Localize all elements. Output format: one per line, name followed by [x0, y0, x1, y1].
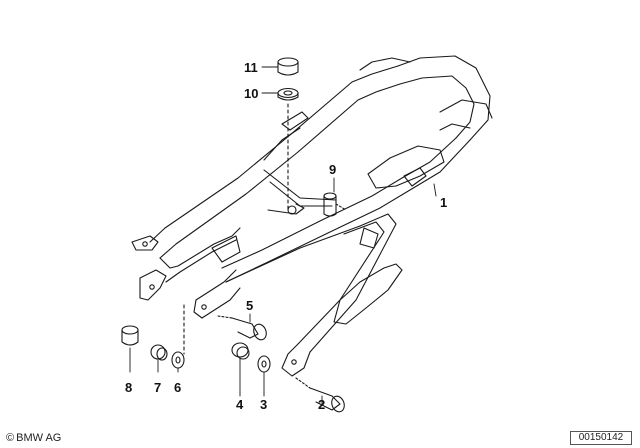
callout-5: 5 — [246, 298, 254, 313]
callout-2: 2 — [318, 397, 326, 412]
washer-part-6 — [171, 351, 185, 369]
callout-4: 4 — [236, 397, 244, 412]
callout-10: 10 — [244, 86, 259, 101]
image-number-box: 00150142 — [570, 431, 632, 445]
callout-6: 6 — [174, 380, 182, 395]
callout-11: 11 — [244, 60, 258, 75]
bolt-part-2 — [295, 377, 345, 413]
callout-8: 8 — [125, 380, 133, 395]
washer-part-10 — [277, 87, 299, 101]
callout-7: 7 — [154, 380, 162, 395]
leader-lines — [129, 66, 437, 405]
callout-9: 9 — [329, 162, 337, 177]
callout-3: 3 — [260, 397, 268, 412]
bushing-part-4 — [231, 342, 250, 360]
rubber-buffer-part-11 — [277, 57, 299, 76]
copyright-icon: © — [6, 432, 15, 444]
washer-part-3 — [257, 355, 271, 373]
copyright-notice: © BMW AG — [6, 432, 61, 444]
rear-frame — [131, 55, 493, 377]
brand-name: BMW AG — [16, 432, 62, 444]
rubber-mount-part-8 — [121, 325, 139, 346]
bushing-part-7 — [150, 344, 168, 361]
bolt-part-5 — [217, 315, 267, 341]
callout-1: 1 — [440, 195, 448, 210]
bushing-part-9 — [323, 192, 347, 217]
